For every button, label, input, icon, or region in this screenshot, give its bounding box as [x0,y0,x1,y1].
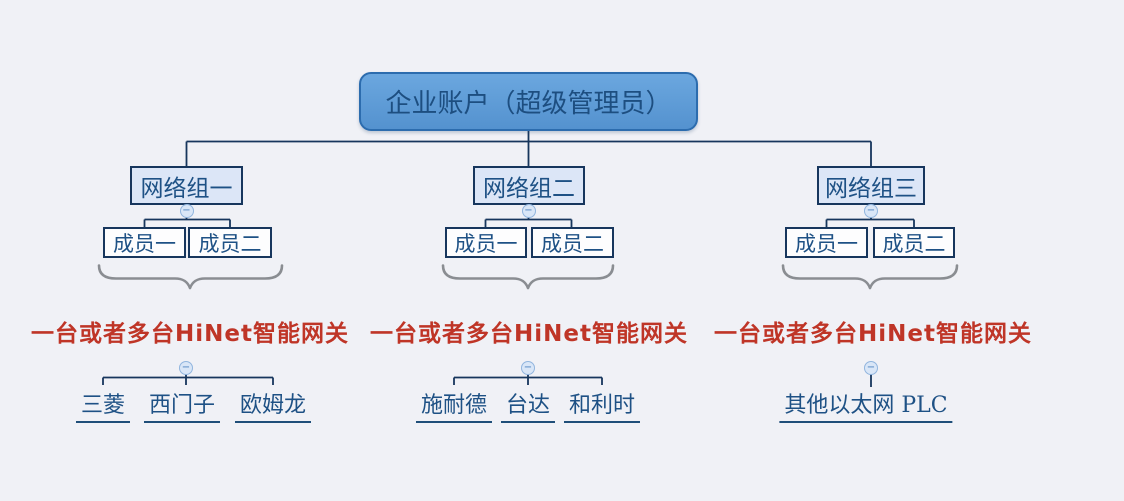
collapse-button-brands-1[interactable]: − [179,361,193,375]
root-topic[interactable]: 企业账户（超级管理员） [359,72,698,131]
member-topic-1-1[interactable]: 成员一 [103,227,186,258]
brand-other-ethernet-plc[interactable]: 其他以太网 PLC [779,387,953,423]
minus-icon: − [866,205,876,216]
gateway-caption-1[interactable]: 一台或者多台HiNet智能网关 [31,321,349,347]
gateway-caption-2[interactable]: 一台或者多台HiNet智能网关 [370,321,688,347]
minus-icon: − [866,362,876,373]
brand-mitsubishi[interactable]: 三菱 [75,387,131,423]
member-topic-2-2[interactable]: 成员二 [531,227,614,258]
gateway-caption-3[interactable]: 一台或者多台HiNet智能网关 [714,321,1032,347]
summary-brace-3 [781,264,959,290]
brands-1-connector [102,374,274,385]
brands-2-connector [453,374,603,385]
member-topic-3-1[interactable]: 成员一 [785,227,868,258]
summary-brace-2 [441,264,615,290]
summary-brace-1 [97,264,284,290]
minus-icon: − [182,205,191,216]
minus-icon: − [523,362,533,373]
collapse-button-group-1[interactable]: − [179,204,194,218]
group-topic-3[interactable]: 网络组三 [817,166,925,205]
member-topic-2-1[interactable]: 成员一 [445,227,527,258]
collapse-button-brands-3[interactable]: − [864,361,878,375]
collapse-button-group-2[interactable]: − [521,204,536,218]
brand-schneider[interactable]: 施耐德 [415,387,493,423]
collapse-button-group-3[interactable]: − [864,204,878,218]
group-topic-1[interactable]: 网络组一 [130,166,243,205]
group-topic-2[interactable]: 网络组二 [473,166,585,205]
brand-hollysys[interactable]: 和利时 [563,387,641,423]
brand-omron[interactable]: 欧姆龙 [234,387,312,423]
member-topic-3-2[interactable]: 成员二 [873,227,955,258]
collapse-button-brands-2[interactable]: − [521,361,535,375]
brand-siemens[interactable]: 西门子 [143,387,221,423]
root-connector [185,131,872,166]
minus-icon: − [524,205,533,216]
minus-icon: − [181,362,191,373]
brand-delta[interactable]: 台达 [500,387,556,423]
member-topic-1-2[interactable]: 成员二 [188,227,272,258]
